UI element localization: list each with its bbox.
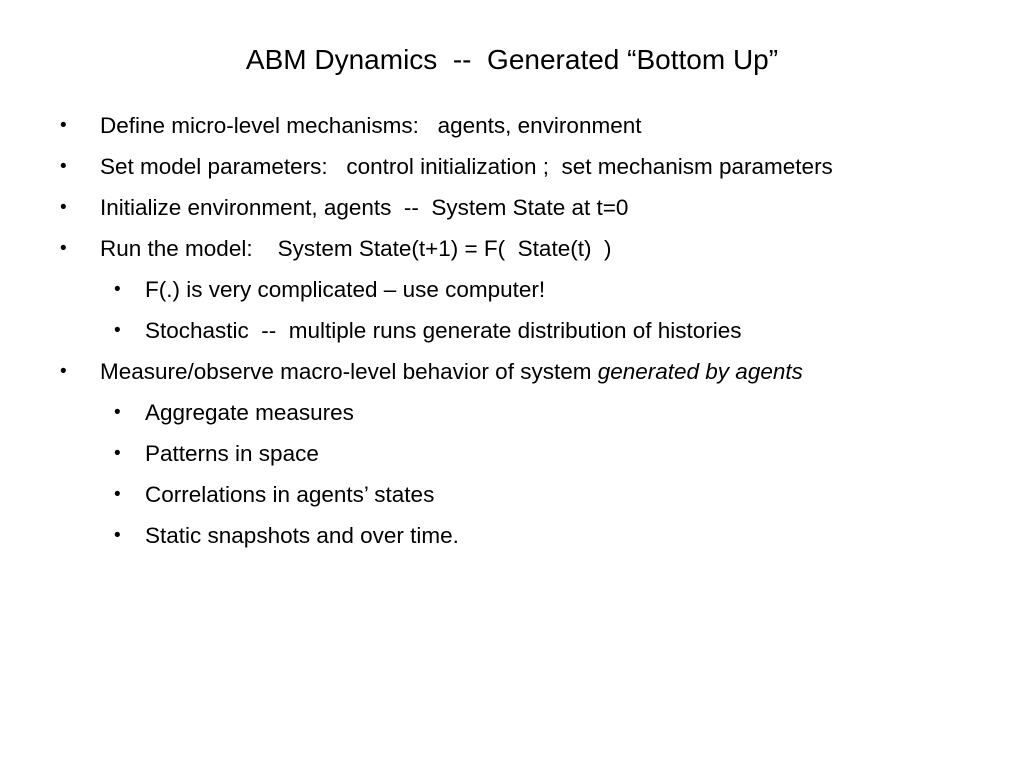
- bullet-text: Static snapshots and over time.: [145, 523, 459, 548]
- bullet-icon: •: [60, 361, 67, 382]
- bullet-item-initialize: • Initialize environment, agents -- Syst…: [0, 187, 1024, 228]
- bullet-icon: •: [60, 115, 67, 136]
- bullet-text: Initialize environment, agents -- System…: [100, 195, 629, 220]
- bullet-icon: •: [114, 320, 121, 341]
- bullet-icon: •: [60, 238, 67, 259]
- bullet-item-define-mechanisms: • Define micro-level mechanisms: agents,…: [0, 105, 1024, 146]
- bullet-icon: •: [114, 484, 121, 505]
- bullet-text: Measure/observe macro-level behavior of …: [100, 351, 803, 392]
- slide-title: ABM Dynamics -- Generated “Bottom Up”: [245, 44, 779, 75]
- bullet-text: Patterns in space: [145, 441, 319, 466]
- bullet-text: Correlations in agents’ states: [145, 482, 435, 507]
- bullet-icon: •: [114, 443, 121, 464]
- sub-bullet-item-complicated: • F(.) is very complicated – use compute…: [0, 269, 1024, 310]
- bullet-item-measure-observe: • Measure/observe macro-level behavior o…: [0, 351, 1024, 392]
- bullet-list: • Define micro-level mechanisms: agents,…: [0, 105, 1024, 556]
- bullet-text: F(.) is very complicated – use computer!: [145, 277, 546, 302]
- bullet-text: Set model parameters: control initializa…: [100, 154, 833, 179]
- bullet-text-plain: Measure/observe macro-level behavior of …: [100, 359, 598, 384]
- bullet-icon: •: [114, 525, 121, 546]
- bullet-text-emphasis: generated by agents: [597, 359, 803, 384]
- sub-bullet-item-snapshots: • Static snapshots and over time.: [0, 515, 1024, 556]
- sub-bullet-item-correlations: • Correlations in agents’ states: [0, 474, 1024, 515]
- sub-bullet-item-stochastic: • Stochastic -- multiple runs generate d…: [0, 310, 1024, 351]
- sub-bullet-item-patterns: • Patterns in space: [0, 433, 1024, 474]
- bullet-icon: •: [114, 279, 121, 300]
- bullet-item-run-model: • Run the model: System State(t+1) = F( …: [0, 228, 1024, 269]
- bullet-text: Define micro-level mechanisms: agents, e…: [100, 113, 642, 138]
- bullet-icon: •: [60, 197, 67, 218]
- bullet-icon: •: [114, 402, 121, 423]
- bullet-text: Aggregate measures: [145, 400, 354, 425]
- bullet-text: Run the model: System State(t+1) = F( St…: [100, 236, 612, 261]
- bullet-item-set-parameters: • Set model parameters: control initiali…: [0, 146, 1024, 187]
- bullet-text: Stochastic -- multiple runs generate dis…: [145, 318, 742, 343]
- sub-bullet-item-aggregate: • Aggregate measures: [0, 392, 1024, 433]
- bullet-icon: •: [60, 156, 67, 177]
